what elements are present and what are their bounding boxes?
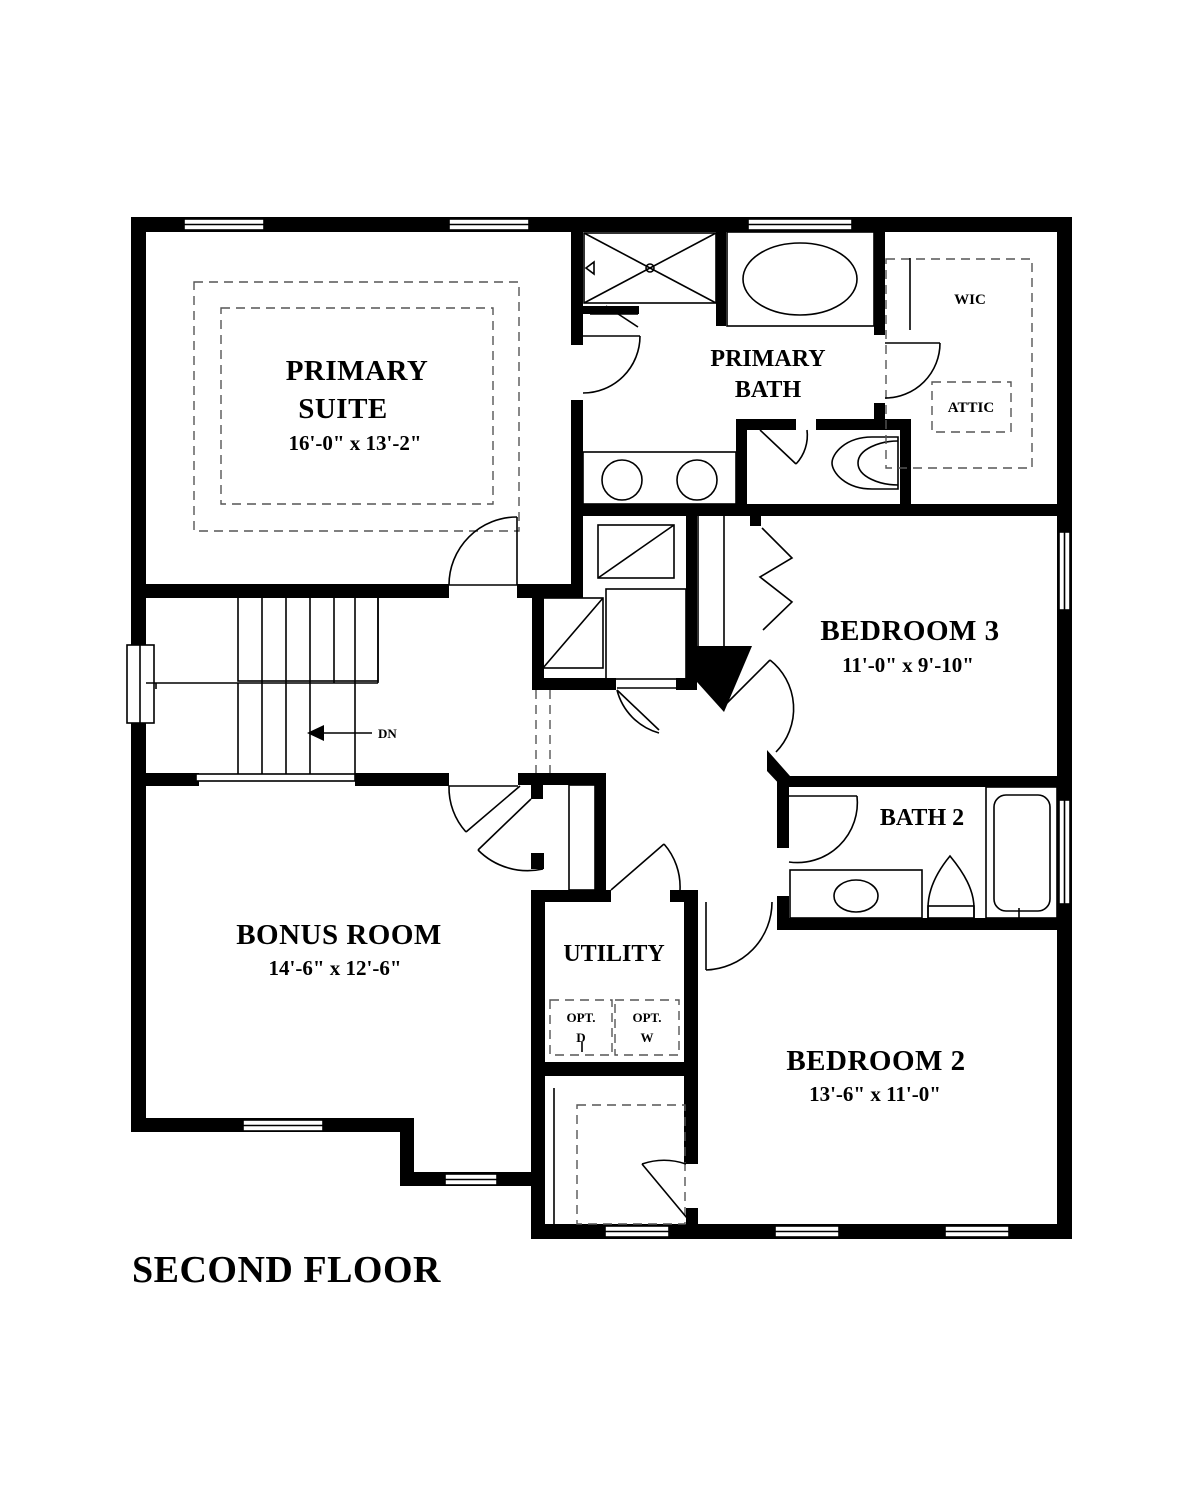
primary-suite-dims: 16'-0" x 13'-2" bbox=[289, 431, 422, 455]
primary-suite-label-2: SUITE bbox=[298, 393, 388, 425]
bedroom2-dims: 13'-6" x 11'-0" bbox=[809, 1082, 941, 1106]
linen-closets bbox=[542, 516, 795, 753]
bath2-fixtures bbox=[789, 786, 1058, 919]
bedroom2-label: BEDROOM 2 bbox=[786, 1045, 965, 1077]
wic-closet bbox=[884, 258, 1033, 469]
opt-washer-label-2: W bbox=[641, 1030, 654, 1045]
wic-label: WIC bbox=[954, 292, 986, 308]
primary-bath-label-2: BATH bbox=[735, 377, 802, 403]
utility-fixtures bbox=[549, 999, 680, 1056]
staircase: DN bbox=[146, 590, 397, 782]
primary-bath-fixtures bbox=[582, 231, 899, 505]
opt-dryer-label: OPT. bbox=[566, 1010, 595, 1025]
bath2-label: BATH 2 bbox=[880, 805, 964, 831]
hall-doors bbox=[448, 516, 859, 971]
opt-dryer-label-2: D bbox=[576, 1030, 585, 1045]
utility-label: UTILITY bbox=[563, 941, 664, 967]
interior-walls bbox=[131, 217, 1072, 1228]
attic-label: ATTIC bbox=[948, 400, 994, 416]
bedroom2-closet bbox=[553, 1088, 693, 1225]
bedroom3-dims: 11'-0" x 9'-10" bbox=[842, 653, 974, 677]
floor-title: SECOND FLOOR bbox=[132, 1249, 441, 1291]
stairs-direction-label: DN bbox=[378, 726, 397, 741]
windows bbox=[126, 218, 1071, 1238]
bonus-room-dims: 14'-6" x 12'-6" bbox=[269, 956, 402, 980]
bedroom3-label: BEDROOM 3 bbox=[820, 615, 999, 647]
primary-suite-label: PRIMARY bbox=[286, 355, 429, 387]
opt-washer-label: OPT. bbox=[632, 1010, 661, 1025]
tray-ceiling bbox=[193, 281, 520, 532]
primary-bath-label: PRIMARY bbox=[710, 346, 825, 372]
room-labels: PRIMARY SUITE 16'-0" x 13'-2" PRIMARY BA… bbox=[236, 292, 999, 1106]
bonus-room-label: BONUS ROOM bbox=[236, 919, 442, 951]
